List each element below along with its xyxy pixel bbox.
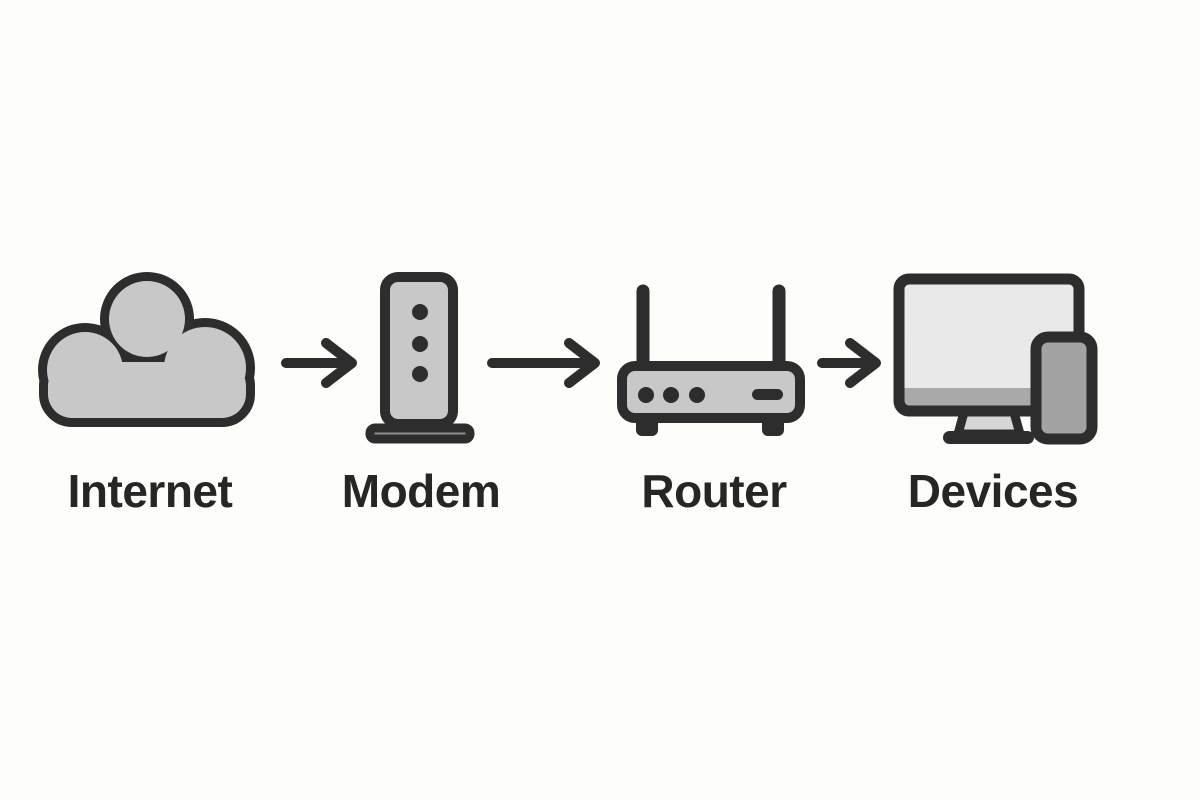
node-label-router: Router xyxy=(641,465,787,517)
node-label-devices: Devices xyxy=(907,465,1079,517)
arrow-right-icon xyxy=(281,338,357,388)
cloud-icon xyxy=(38,272,255,427)
node-label-modem: Modem xyxy=(341,465,501,517)
arrow-right-icon xyxy=(817,338,881,388)
arrow-right-icon xyxy=(487,338,600,388)
modem-icon xyxy=(365,272,475,444)
node-label-internet: Internet xyxy=(67,465,233,517)
devices-icon xyxy=(893,273,1098,445)
router-icon xyxy=(617,284,805,436)
